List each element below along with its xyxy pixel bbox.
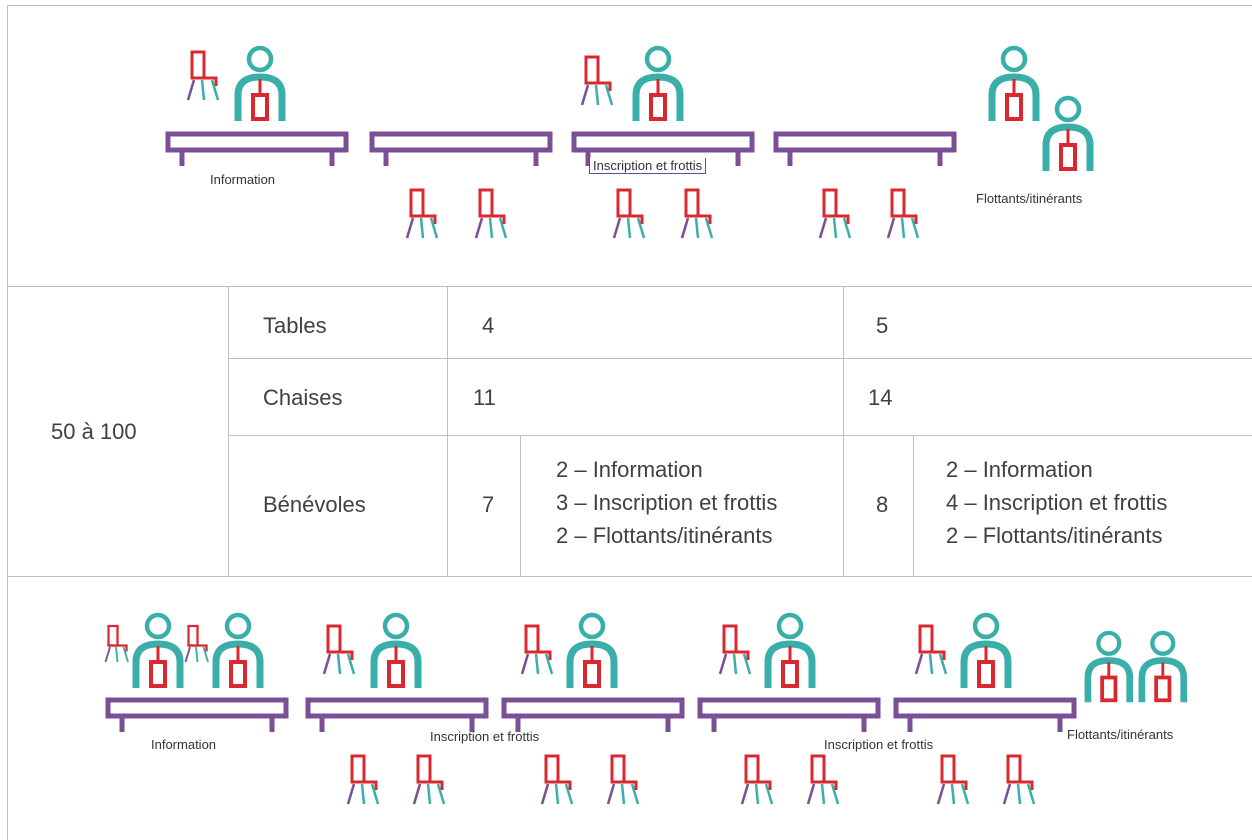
desk-icon — [308, 700, 486, 732]
bottom-label-floating: Flottants/itinérants — [1067, 727, 1174, 742]
person-icon — [1142, 633, 1184, 702]
chair-icon — [412, 754, 446, 806]
desk-icon — [168, 134, 346, 166]
desk-icon — [776, 134, 954, 166]
col-line-2 — [447, 286, 448, 576]
person-icon — [374, 615, 418, 688]
row-label-volunteers: Bénévoles — [263, 492, 366, 517]
row-line-1 — [228, 358, 1252, 359]
breakdown-line: 3 – Inscription et frottis — [556, 490, 778, 515]
person-icon — [768, 615, 812, 688]
breakdown-line: 2 – Flottants/itinérants — [556, 523, 773, 548]
chair-icon — [806, 754, 840, 806]
person-icon — [136, 615, 180, 688]
chair-icon — [1002, 754, 1036, 806]
chair-icon — [184, 624, 210, 664]
chair-icon — [346, 754, 380, 806]
top-label-information: Information — [210, 172, 276, 187]
person-icon — [1088, 633, 1130, 702]
volunteers-breakdown-a: 2 – Information 3 – Inscription et frott… — [556, 453, 777, 552]
chair-icon — [580, 55, 614, 107]
breakdown-line: 2 – Flottants/itinérants — [946, 523, 1163, 548]
chairs-value-b: 14 — [868, 385, 893, 410]
tables-value-a: 4 — [482, 313, 495, 338]
desk-icon — [108, 700, 286, 732]
col-line-3 — [843, 286, 844, 576]
desk-icon — [504, 700, 682, 732]
bottom-label-inscription-2: Inscription et frottis — [824, 737, 934, 752]
person-icon — [216, 615, 260, 688]
row-label-tables: Tables — [263, 313, 327, 338]
frame-top — [7, 5, 1252, 6]
chair-icon — [606, 754, 640, 806]
chairs-value-a: 11 — [473, 385, 496, 410]
desk-icon — [700, 700, 878, 732]
desk-icon — [372, 134, 550, 166]
chair-icon — [405, 188, 439, 240]
desk-icon — [896, 700, 1074, 732]
bottom-label-inscription-1: Inscription et frottis — [430, 729, 540, 744]
divider-bottom — [7, 576, 1252, 577]
tables-value-b: 5 — [876, 313, 889, 338]
chair-icon — [540, 754, 574, 806]
row-label-chairs: Chaises — [263, 385, 343, 410]
divider-top — [7, 286, 1252, 287]
chair-icon — [914, 624, 948, 676]
top-label-inscription: Inscription et frottis — [589, 158, 707, 174]
volunteers-total-b: 8 — [876, 492, 889, 517]
person-icon — [238, 48, 282, 121]
range-label: 50 à 100 — [51, 419, 137, 444]
chair-icon — [322, 624, 356, 676]
chair-icon — [740, 754, 774, 806]
row-line-2 — [228, 435, 1252, 436]
chair-icon — [718, 624, 752, 676]
person-icon — [636, 48, 680, 121]
chair-icon — [680, 188, 714, 240]
top-label-floating: Flottants/itinérants — [976, 191, 1083, 206]
chair-icon — [818, 188, 852, 240]
breakdown-line: 4 – Inscription et frottis — [946, 490, 1168, 515]
breakdown-line: 2 – Information — [556, 457, 703, 482]
chair-icon — [612, 188, 646, 240]
col-line-subA — [520, 435, 521, 576]
chair-icon — [186, 50, 220, 102]
frame-left — [7, 5, 8, 840]
chair-icon — [474, 188, 508, 240]
chair-icon — [886, 188, 920, 240]
volunteers-total-a: 7 — [482, 492, 495, 517]
person-icon — [1046, 98, 1090, 171]
chair-icon — [104, 624, 130, 664]
bottom-label-information: Information — [151, 737, 217, 752]
person-icon — [964, 615, 1008, 688]
col-line-1 — [228, 286, 229, 576]
breakdown-line: 2 – Information — [946, 457, 1093, 482]
volunteers-breakdown-b: 2 – Information 4 – Inscription et frott… — [946, 453, 1167, 552]
chair-icon — [936, 754, 970, 806]
person-icon — [992, 48, 1036, 121]
chair-icon — [520, 624, 554, 676]
person-icon — [570, 615, 614, 688]
col-line-subB — [913, 435, 914, 576]
